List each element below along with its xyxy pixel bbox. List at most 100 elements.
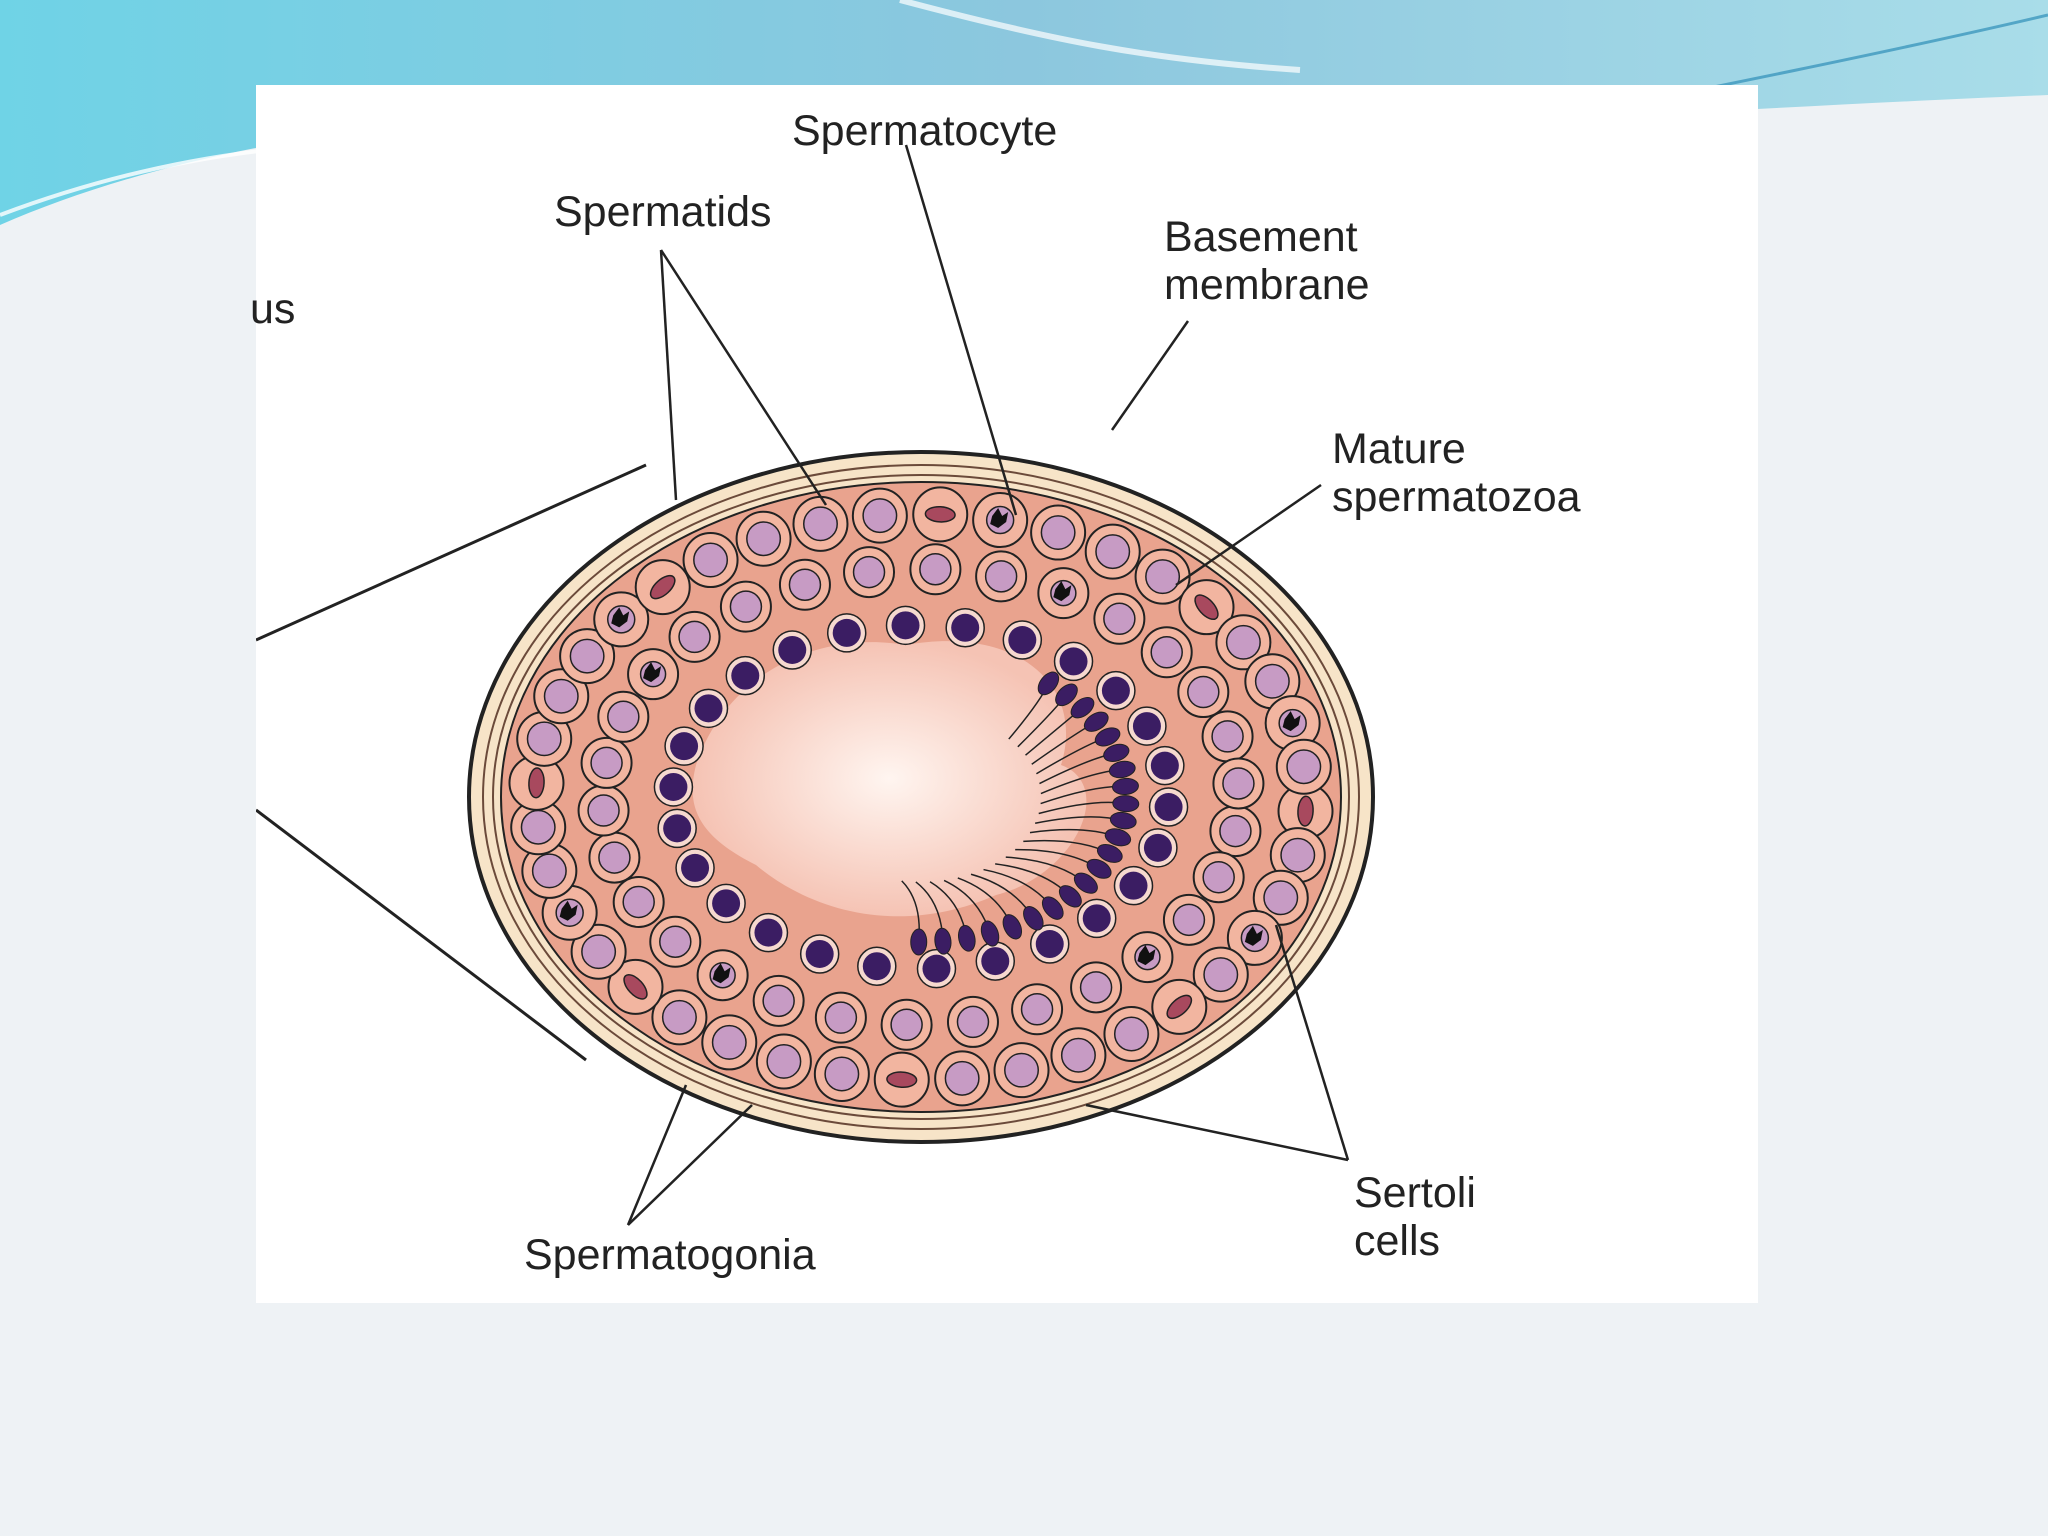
spermatid-nucleus: [1154, 793, 1183, 822]
spermatid-nucleus: [1059, 647, 1088, 676]
spermatozoon-head: [1041, 896, 1064, 920]
label-basement-membrane-line-1: Basement: [1164, 213, 1358, 261]
label-sertoli-cells: Sertoli cells: [1354, 1169, 1476, 1265]
spermatocyte-nucleus: [1187, 675, 1220, 709]
spermatocyte-nucleus: [607, 700, 640, 734]
label-basement-membrane: Basement membrane: [1164, 213, 1370, 309]
spermatozoon-head: [1002, 914, 1023, 940]
spermatogonium-nucleus: [1004, 1052, 1040, 1088]
spermatocyte-nucleus: [919, 552, 952, 586]
spermatocyte-nucleus: [956, 1005, 990, 1039]
sertoli-nucleus: [886, 1071, 918, 1088]
spermatozoon-head: [910, 928, 928, 956]
leader-lines: [626, 144, 1350, 1226]
spermatogonium-nucleus: [824, 1056, 860, 1092]
spermatid-nucleus: [805, 939, 834, 968]
spermatocyte-nucleus: [852, 555, 886, 589]
spermatocyte-nucleus: [678, 620, 711, 654]
label-sertoli-cells-line-2: cells: [1354, 1217, 1441, 1265]
spermatogonium-nucleus: [1203, 957, 1239, 993]
spermatocyte-nucleus: [1079, 971, 1113, 1004]
spermatozoon-head: [1037, 671, 1060, 696]
chromosome: [1053, 581, 1072, 602]
spermatogonium-nucleus: [531, 853, 567, 889]
spermatocyte-nucleus: [598, 841, 631, 874]
spermatocyte-nucleus: [587, 794, 620, 827]
spermatozoon-head: [1094, 727, 1121, 747]
spermatozoon-head: [1070, 696, 1095, 719]
spermatogonium-nucleus: [1254, 663, 1290, 699]
spermatid-nucleus: [712, 889, 741, 918]
spermatozoon-head: [1073, 872, 1098, 894]
sertoli-nucleus: [924, 506, 956, 523]
chromosome: [559, 900, 578, 921]
spermatogonium-nucleus: [1040, 515, 1076, 551]
spermatogonium-nucleus: [526, 721, 562, 757]
spermatogonium-nucleus: [693, 542, 729, 578]
spermatid-nucleus: [832, 618, 861, 647]
spermatid-nucleus: [862, 952, 891, 981]
spermatogonium-nucleus: [581, 934, 617, 970]
spermatogonium-nucleus: [543, 678, 579, 714]
spermatid-nucleus: [1008, 626, 1037, 655]
spermatogonium-nucleus: [1263, 880, 1299, 916]
sertoli-nucleus: [1166, 994, 1193, 1020]
spermatocyte-nucleus: [590, 746, 623, 780]
spermatozoon-head: [980, 920, 1000, 947]
sertoli-nucleus: [649, 574, 676, 600]
chromosome: [1137, 945, 1156, 966]
label-sertoli-cells-line-1: Sertoli: [1354, 1169, 1476, 1217]
spermatozoon-head: [1086, 858, 1112, 879]
cells-layer: [508, 486, 1334, 1108]
label-mature-spermatozoa: Mature spermatozoa: [1332, 425, 1581, 521]
spermatocyte-nucleus: [1150, 636, 1183, 669]
spermatozoon-head: [934, 927, 952, 955]
spermatozoon-head: [1109, 811, 1137, 830]
spermatogonium-nucleus: [1060, 1037, 1096, 1073]
spermatogonium-nucleus: [1095, 534, 1131, 570]
spermatogonium-nucleus: [1286, 749, 1322, 785]
label-cropped-left: us: [250, 285, 296, 333]
spermatocyte-nucleus: [984, 560, 1018, 593]
spermatozoon-head: [1096, 844, 1123, 863]
spermatogonium-nucleus: [944, 1060, 980, 1096]
chromosome: [1282, 711, 1301, 732]
spermatogonium-nucleus: [661, 999, 697, 1035]
leader-lines-outer: [256, 463, 647, 1062]
spermatid-nucleus: [663, 814, 692, 843]
spermatozoon-head: [1103, 743, 1130, 762]
spermatid-nucleus: [1035, 930, 1064, 959]
label-mature-spermatozoa-line-2: spermatozoa: [1332, 473, 1581, 521]
spermatogonium-nucleus: [1113, 1016, 1149, 1052]
spermatogonium-nucleus: [766, 1043, 802, 1079]
spermatid-nucleus: [754, 918, 783, 947]
spermatid-nucleus: [1143, 833, 1172, 862]
spermatozoon-head: [1112, 795, 1140, 813]
spermatozoon-head: [1108, 760, 1136, 779]
spermatozoon-head: [957, 925, 976, 952]
tubule-wall-inner-1: [482, 464, 1360, 1130]
spermatid-nucleus: [891, 611, 920, 640]
spermatocyte-nucleus: [788, 568, 822, 601]
spermatocyte-nucleus: [1020, 993, 1054, 1026]
tubule-wall-inner-2: [492, 474, 1350, 1120]
spermatocyte-nucleus: [1172, 903, 1206, 937]
chromosome: [643, 662, 662, 683]
spermatozoon-head: [1111, 777, 1139, 795]
chromosome: [1244, 925, 1263, 946]
sertoli-nucleus: [1194, 594, 1219, 621]
spermatogonium-nucleus: [711, 1024, 747, 1060]
spermatozoon-head: [1055, 683, 1078, 707]
spermatogonium-nucleus: [520, 809, 556, 845]
spermatid-nucleus: [731, 661, 760, 690]
spermatocyte-nucleus: [729, 590, 763, 623]
chromosome: [990, 508, 1009, 529]
spermatid-nucleus: [778, 635, 807, 664]
chromosome: [712, 963, 731, 984]
spermatocyte-nucleus: [659, 925, 692, 958]
header-swoosh-3: [899, 0, 1301, 73]
sertoli-nucleus: [1297, 795, 1314, 827]
spermatid-nucleus: [670, 732, 699, 761]
spermatid-nucleus: [1119, 871, 1148, 900]
spermatozoon-head: [1023, 906, 1044, 931]
